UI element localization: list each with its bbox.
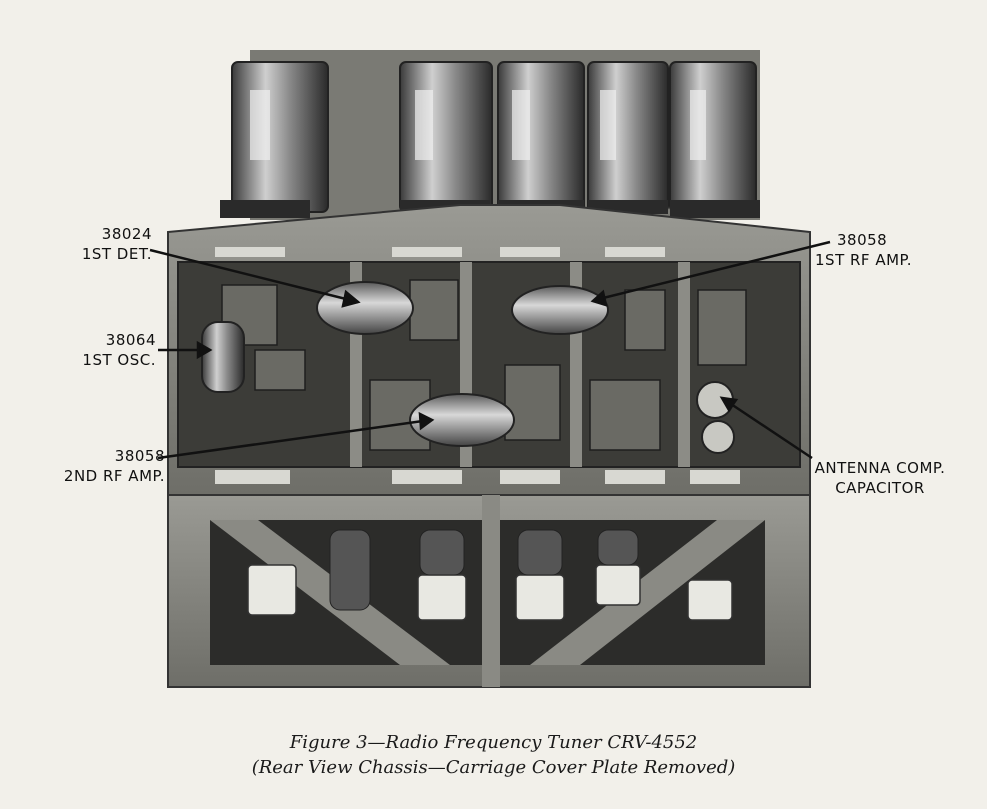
label-38064-1st-osc: 38064 1ST OSC. [56,330,156,370]
label-38058-1st-rf-amp: 38058 1ST RF AMP. [815,230,955,270]
antenna-comp-line2: CAPACITOR [835,479,925,497]
part-number: 38058 [837,231,888,249]
part-description: 1ST DET. [81,245,152,263]
part-number: 38024 [101,225,152,243]
label-antenna-comp-capacitor: ANTENNA COMP. CAPACITOR [805,458,955,498]
caption-subtitle: (Rear View Chassis—Carriage Cover Plate … [251,757,736,778]
label-38024-1st-det: 38024 1ST DET. [62,224,152,264]
part-description: 2ND RF AMP. [63,467,165,485]
tuner-compartment [167,204,811,496]
top-tube-shields [220,50,760,220]
lower-frame [167,494,811,688]
part-description: 1ST OSC. [82,351,156,369]
part-number: 38064 [105,331,156,349]
part-number: 38058 [114,447,165,465]
tuner-chassis-photo [149,50,831,688]
label-38058-2nd-rf-amp: 38058 2ND RF AMP. [30,446,165,486]
leader-lines [149,240,831,460]
caption-title: Figure 3—Radio Frequency Tuner CRV-4552 [289,732,698,753]
figure-caption: Figure 3—Radio Frequency Tuner CRV-4552 … [0,730,987,780]
part-description: 1ST RF AMP. [815,251,912,269]
antenna-comp-line1: ANTENNA COMP. [814,459,946,477]
